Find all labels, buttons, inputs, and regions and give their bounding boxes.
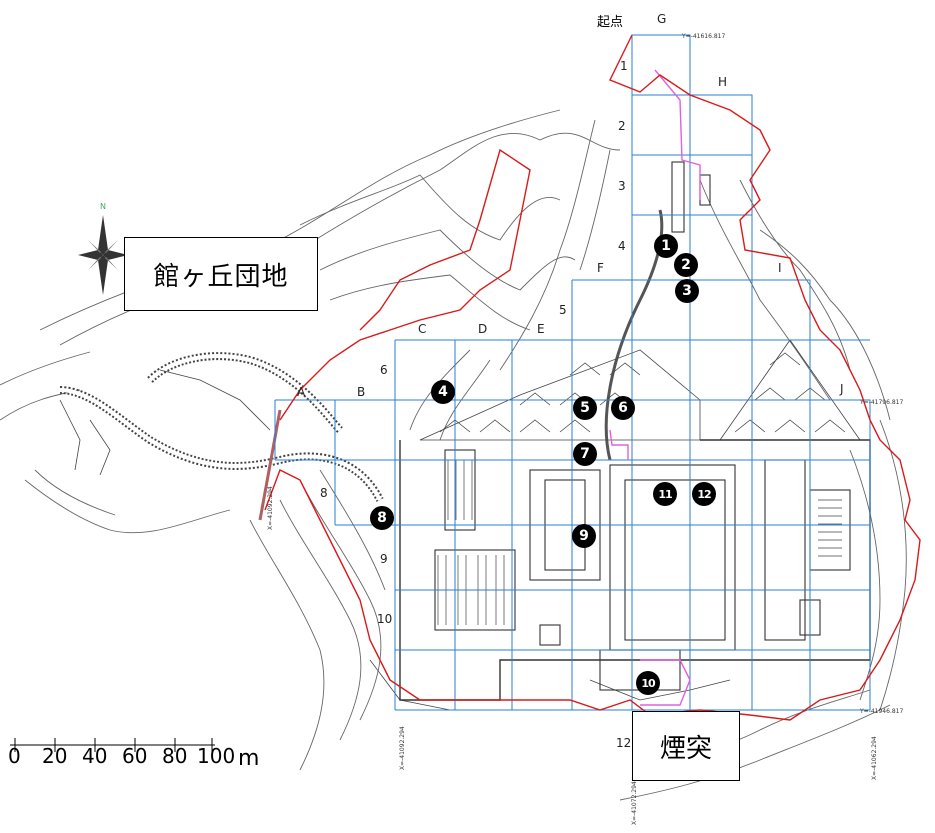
grid-col-e: E [537,322,545,336]
contour-lines [0,109,907,801]
coord-x-center: X=-41072.294 [631,781,638,825]
marker-10: 10 [636,671,660,695]
marker-2: 2 [674,253,698,277]
grid-col-d: D [478,322,487,336]
grid-row-12: 12 [616,736,631,750]
north-arrow: N [78,202,128,295]
grid-row-2: 2 [618,119,626,133]
start-point-label: 起点 [597,15,623,30]
walkways [609,69,701,706]
scale-tick-60: 60 [122,744,147,768]
grid-col-a: A [297,385,306,399]
danchi-label: 館ヶ丘団地 [153,261,289,292]
grid-row-4: 4 [618,239,626,253]
parking-lots [437,460,842,625]
marker-9: 9 [572,524,596,548]
grid-row-1: 1 [620,59,628,73]
coord-y-bottom: Y=-41946.817 [859,708,903,715]
grid-col-c: C [418,322,426,336]
coord-x-lower: X=-41092.294 [399,726,406,770]
north-label: N [100,202,106,211]
grid-row-6: 6 [380,363,388,377]
coord-x-left: X=-41092.294 [267,486,274,530]
marker-7: 7 [573,442,597,466]
building-footprints [399,161,871,701]
coord-x-right: X=-41062.294 [871,736,878,780]
grid-col-f: F [597,261,604,275]
grid-column-labels: A B C D E F G H I J [297,12,844,399]
marker-6: 6 [611,396,635,420]
scale-tick-40: 40 [82,744,107,768]
grid-col-b: B [357,385,365,399]
grid-row-5: 5 [559,303,567,317]
scale-tick-0: 0 [8,744,21,768]
marker-8: 8 [370,506,394,530]
chimney-label-box: 煙突 [632,711,740,781]
marker-1: 1 [654,234,678,258]
danchi-label-box: 館ヶ丘団地 [124,237,318,311]
coord-y-top: Y=-41616.817 [681,33,725,40]
site-boundary [264,34,921,721]
scale-bar: 0 20 40 60 80 100 [8,738,235,768]
scale-tick-100: 100 [197,744,235,768]
marker-5: 5 [573,396,597,420]
grid-col-j: J [839,382,844,396]
grid-row-8: 8 [320,486,328,500]
grid-row-10: 10 [377,612,392,626]
marker-12: 12 [692,482,716,506]
marker-4: 4 [431,380,455,404]
coord-y-mid: Y=-41796.817 [859,399,903,406]
marker-11: 11 [653,482,677,506]
grid-row-3: 3 [618,179,626,193]
scale-unit: m [238,746,260,771]
marker-3: 3 [675,279,699,303]
grid-col-g: G [657,12,666,26]
scale-tick-80: 80 [162,744,187,768]
scale-tick-20: 20 [42,744,67,768]
grid-row-9: 9 [380,552,388,566]
chimney-label: 煙突 [659,733,712,764]
grid-col-i: I [778,261,782,275]
grid-row-labels: 1 2 3 4 5 6 8 9 10 12 [320,59,631,750]
survey-grid [274,34,871,711]
grid-col-h: H [718,75,727,89]
coordinate-labels: Y=-41616.817 Y=-41796.817 Y=-41946.817 X… [267,33,903,825]
